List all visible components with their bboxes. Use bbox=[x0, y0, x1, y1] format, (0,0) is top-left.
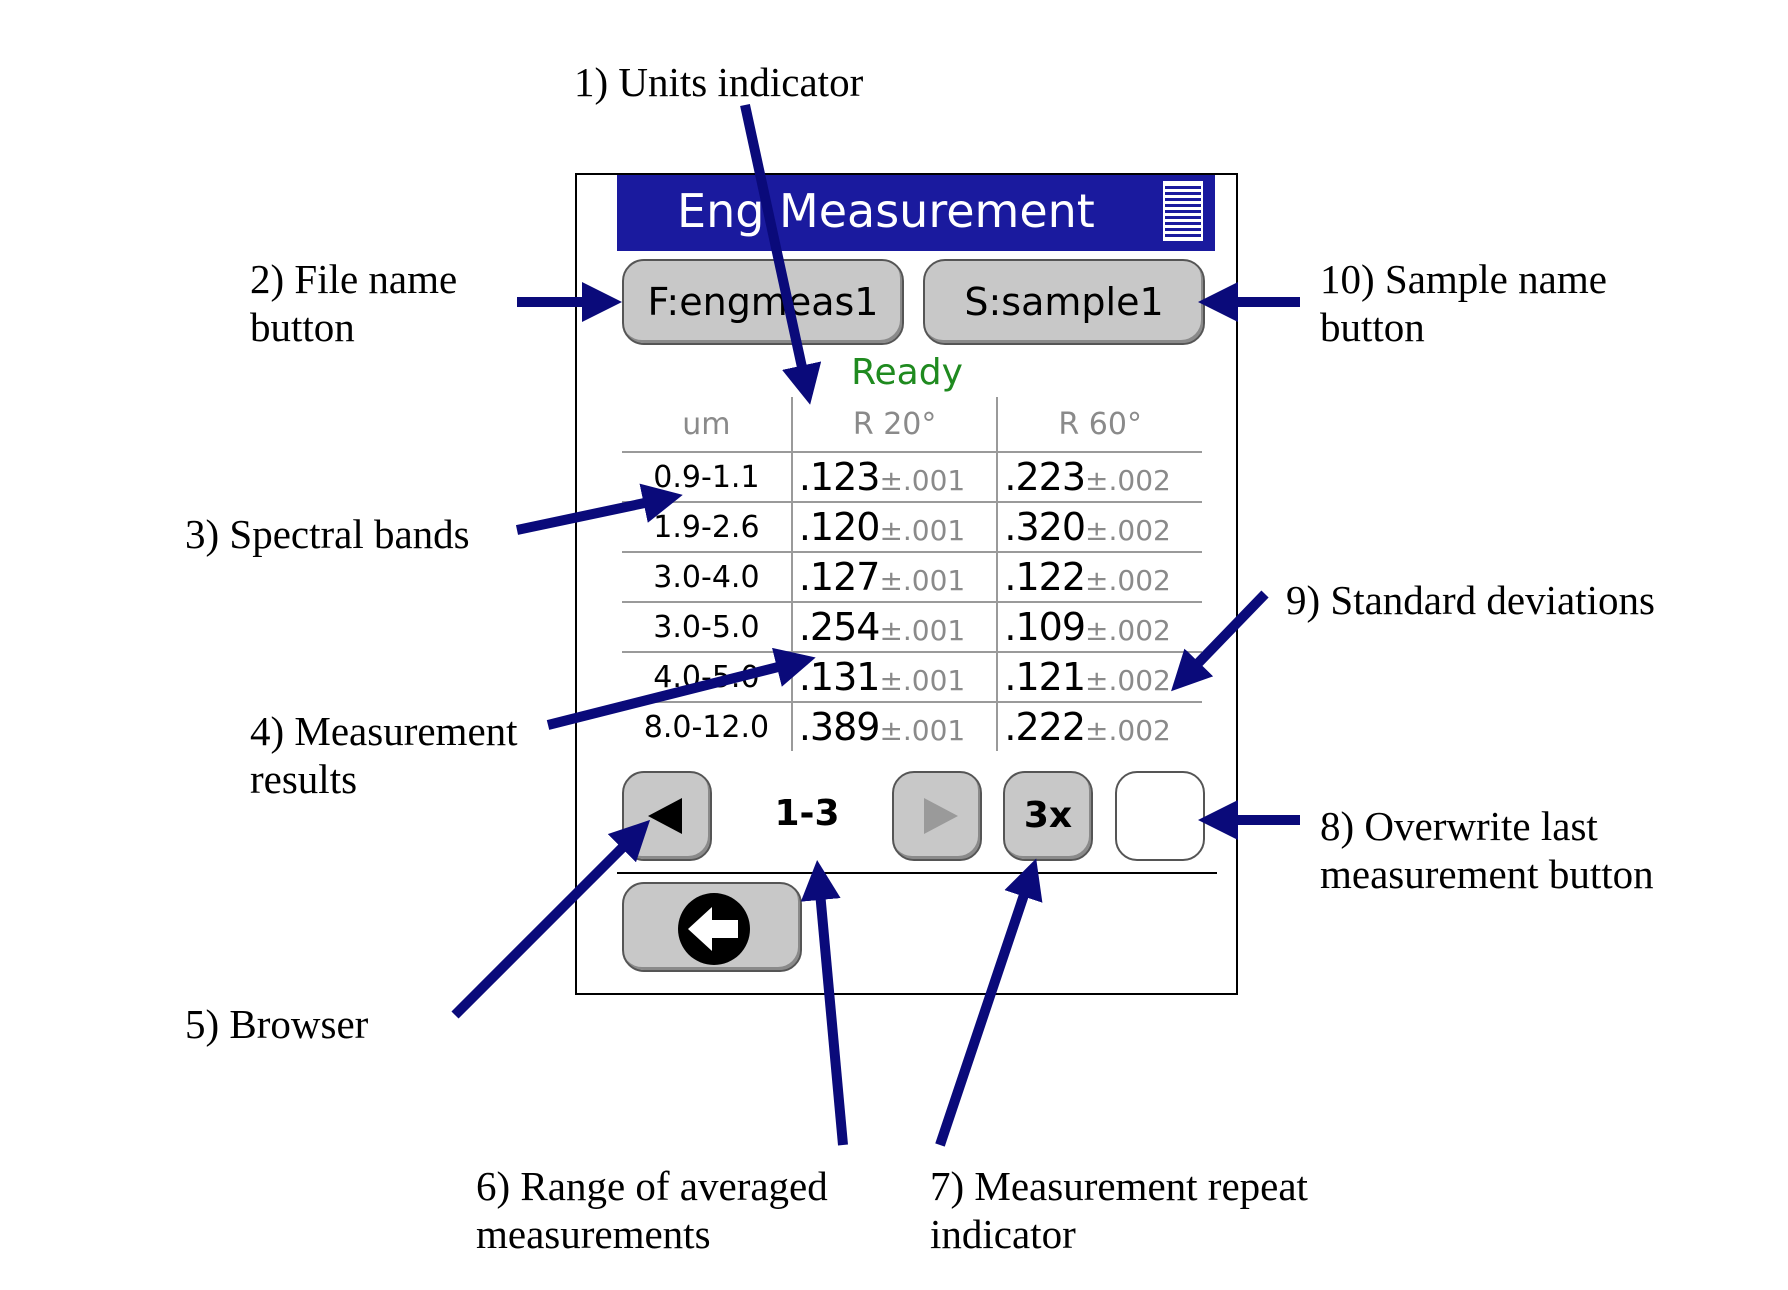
measurement-value: .223 bbox=[1004, 455, 1086, 499]
table-row: 0.9-1.1.123±.001.223±.002 bbox=[622, 452, 1202, 503]
measurement-value: .127 bbox=[798, 555, 881, 599]
callout-line: 6) Range of averaged bbox=[476, 1163, 828, 1209]
standard-deviation: ±.002 bbox=[1085, 664, 1171, 697]
callout-line: button bbox=[250, 304, 355, 350]
measurement-value: .123 bbox=[798, 455, 881, 499]
callout-line: 10) Sample name bbox=[1320, 256, 1607, 302]
measurement-value: .254 bbox=[798, 605, 881, 649]
column-header-r20: R 20° bbox=[790, 397, 998, 453]
table-row: 1.9-2.6.120±.001.320±.002 bbox=[622, 502, 1202, 553]
units-indicator: um bbox=[622, 397, 792, 453]
callout-spectral-bands: 3) Spectral bands bbox=[185, 510, 470, 558]
callout-line: 2) File name bbox=[250, 256, 458, 302]
repeat-indicator-button[interactable]: 3x bbox=[1003, 771, 1093, 861]
measurement-r60: .320±.002 bbox=[996, 502, 1202, 553]
callout-overwrite-button: 8) Overwrite last measurement button bbox=[1320, 802, 1654, 898]
spectral-band: 3.0-4.0 bbox=[622, 552, 792, 603]
measurement-value: .120 bbox=[798, 505, 881, 549]
callout-line: 1) Units indicator bbox=[574, 59, 864, 105]
standard-deviation: ±.001 bbox=[879, 564, 966, 597]
measurement-r20: .123±.001 bbox=[790, 452, 998, 503]
standard-deviation: ±.001 bbox=[879, 714, 966, 747]
screen-title: Eng Measurement bbox=[677, 184, 1095, 238]
averaged-range: 1-3 bbox=[774, 793, 840, 834]
standard-deviation: ±.002 bbox=[1085, 514, 1171, 547]
table-row: 4.0-5.0.131±.001.121±.002 bbox=[622, 652, 1202, 703]
standard-deviation: ±.002 bbox=[1085, 714, 1171, 747]
table-header-row: um R 20° R 60° bbox=[622, 397, 1202, 453]
callout-line: 7) Measurement repeat bbox=[930, 1163, 1308, 1209]
measurement-value: .122 bbox=[1004, 555, 1086, 599]
triangle-right-icon bbox=[924, 798, 958, 834]
measurement-r20: .389±.001 bbox=[790, 702, 998, 751]
callout-range-averaged: 6) Range of averaged measurements bbox=[476, 1162, 828, 1258]
standard-deviation: ±.001 bbox=[879, 614, 966, 647]
table-row: 3.0-4.0.127±.001.122±.002 bbox=[622, 552, 1202, 603]
callout-line: 4) Measurement bbox=[250, 708, 518, 754]
battery-icon bbox=[1163, 181, 1203, 241]
callout-line: 8) Overwrite last bbox=[1320, 803, 1598, 849]
callout-repeat-indicator: 7) Measurement repeat indicator bbox=[930, 1162, 1308, 1258]
callout-line: measurements bbox=[476, 1211, 711, 1257]
measurement-r60: .121±.002 bbox=[996, 652, 1202, 703]
table-row: 3.0-5.0.254±.001.109±.002 bbox=[622, 602, 1202, 653]
callout-standard-deviations: 9) Standard deviations bbox=[1286, 576, 1655, 624]
standard-deviation: ±.001 bbox=[879, 514, 966, 547]
circle-arrow-left-icon bbox=[678, 893, 750, 965]
measurement-r60: .222±.002 bbox=[996, 702, 1202, 751]
measurement-r60: .109±.002 bbox=[996, 602, 1202, 653]
measurement-r20: .120±.001 bbox=[790, 502, 998, 553]
next-button[interactable] bbox=[892, 771, 982, 861]
callout-line: 3) Spectral bands bbox=[185, 511, 470, 557]
standard-deviation: ±.002 bbox=[1085, 614, 1171, 647]
standard-deviation: ±.002 bbox=[1085, 564, 1171, 597]
title-bar: Eng Measurement bbox=[617, 175, 1215, 251]
device-screen: Eng Measurement F:engmeas1 S:sample1 Rea… bbox=[575, 173, 1238, 995]
standard-deviation: ±.002 bbox=[1085, 464, 1171, 497]
callout-line: indicator bbox=[930, 1211, 1076, 1257]
spectral-band: 0.9-1.1 bbox=[622, 452, 792, 503]
spectral-band: 8.0-12.0 bbox=[643, 709, 770, 745]
callout-line: measurement button bbox=[1320, 851, 1654, 897]
callout-units-indicator: 1) Units indicator bbox=[574, 58, 863, 106]
triangle-left-icon bbox=[648, 798, 682, 834]
measurement-r60: .122±.002 bbox=[996, 552, 1202, 603]
spectral-band: 1.9-2.6 bbox=[622, 502, 792, 553]
overwrite-last-button[interactable] bbox=[1115, 771, 1205, 861]
measurement-r20: .127±.001 bbox=[790, 552, 998, 603]
measurement-r60: .223±.002 bbox=[996, 452, 1202, 503]
measurement-value: .109 bbox=[1004, 605, 1086, 649]
standard-deviation: ±.001 bbox=[879, 664, 966, 697]
measurement-value: .121 bbox=[1004, 655, 1086, 699]
status-text: Ready bbox=[851, 352, 963, 393]
callout-line: results bbox=[250, 756, 358, 802]
measurement-r20: .131±.001 bbox=[790, 652, 998, 703]
spectral-band: 4.0-5.0 bbox=[622, 652, 792, 703]
measurement-r20: .254±.001 bbox=[790, 602, 998, 653]
results-table: um R 20° R 60° 0.9-1.1.123±.001.223±.002… bbox=[622, 397, 1202, 751]
prev-button[interactable] bbox=[622, 771, 712, 861]
measurement-value: .222 bbox=[1004, 705, 1086, 749]
callout-line: 5) Browser bbox=[185, 1001, 369, 1047]
divider bbox=[617, 872, 1217, 874]
callout-sample-name-button: 10) Sample name button bbox=[1320, 255, 1607, 351]
callout-line: button bbox=[1320, 304, 1425, 350]
spectral-band: 3.0-5.0 bbox=[622, 602, 792, 653]
table-row: 8.0-12.0.389±.001.222±.002 bbox=[622, 702, 1202, 751]
measurement-value: .389 bbox=[798, 705, 881, 749]
callout-file-name-button: 2) File name button bbox=[250, 255, 457, 351]
column-header-r60: R 60° bbox=[996, 397, 1202, 453]
standard-deviation: ±.001 bbox=[879, 464, 966, 497]
sample-name-button[interactable]: S:sample1 bbox=[923, 259, 1205, 345]
callout-browser: 5) Browser bbox=[185, 1000, 368, 1048]
measurement-value: .131 bbox=[798, 655, 881, 699]
callout-line: 9) Standard deviations bbox=[1286, 577, 1655, 623]
callout-measurement-results: 4) Measurement results bbox=[250, 707, 518, 803]
file-name-button[interactable]: F:engmeas1 bbox=[622, 259, 904, 345]
back-button[interactable] bbox=[622, 882, 802, 972]
measurement-value: .320 bbox=[1004, 505, 1086, 549]
